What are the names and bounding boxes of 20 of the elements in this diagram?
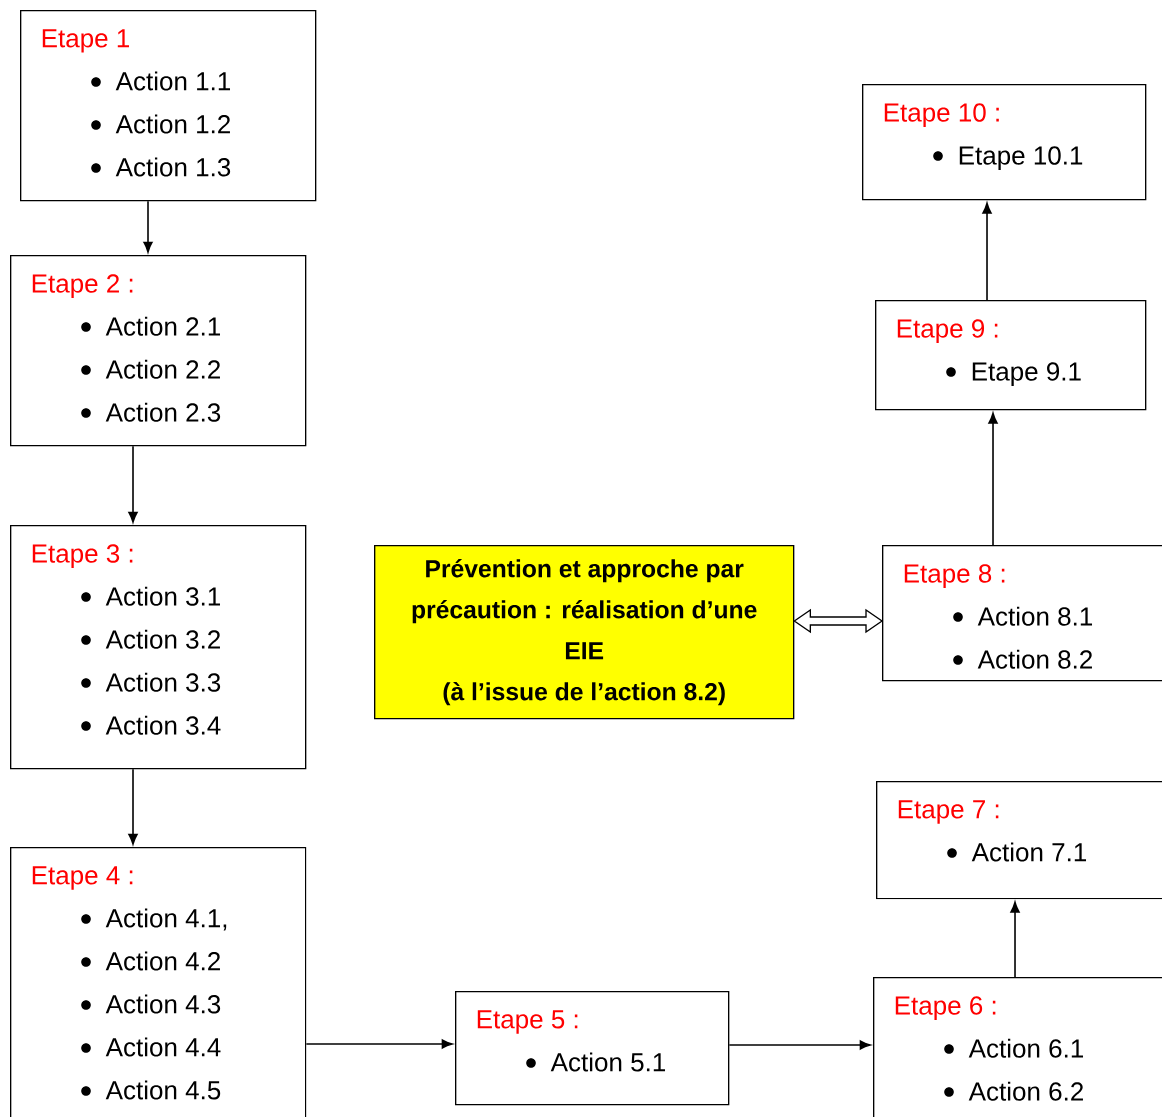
arrow xyxy=(143,200,153,253)
arrow xyxy=(728,1040,871,1050)
process-box: Etape 10 : Etape 10.1 xyxy=(862,84,1147,201)
arrow xyxy=(1010,901,1020,978)
process-box: Etape 4 : Action 4.1, Action 4.2 Action 4.3 Action 4.4 Action 4.5 xyxy=(10,847,307,1117)
process-box: Etape 2 : Action 2.1 Action 2.2 Action 2.3 xyxy=(10,255,307,447)
process-box: Etape 6 : Action 6.1 Action 6.2 xyxy=(873,977,1162,1117)
arrow xyxy=(128,445,138,523)
arrow xyxy=(988,412,998,546)
process-box: Etape 1 Action 1.1 Action 1.2 Action 1.3 xyxy=(20,10,317,202)
process-box: Etape 9 : Etape 9.1 xyxy=(875,300,1147,411)
arrow xyxy=(982,202,992,301)
process-box: Etape 5 : Action 5.1 xyxy=(455,991,730,1106)
highlight-box: Prévention et approche par précaution : réalisation d’une EIE (à l’issue de l’action 8.2) xyxy=(374,545,795,720)
double-arrow xyxy=(793,608,884,634)
process-box: Etape 8 : Action 8.1 Action 8.2 xyxy=(882,545,1162,682)
process-box: Etape 7 : Action 7.1 xyxy=(876,781,1162,900)
process-box: Etape 3 : Action 3.1 Action 3.2 Action 3.3 Action 3.4 xyxy=(10,525,307,770)
arrow xyxy=(128,768,138,845)
arrow xyxy=(305,1039,453,1049)
